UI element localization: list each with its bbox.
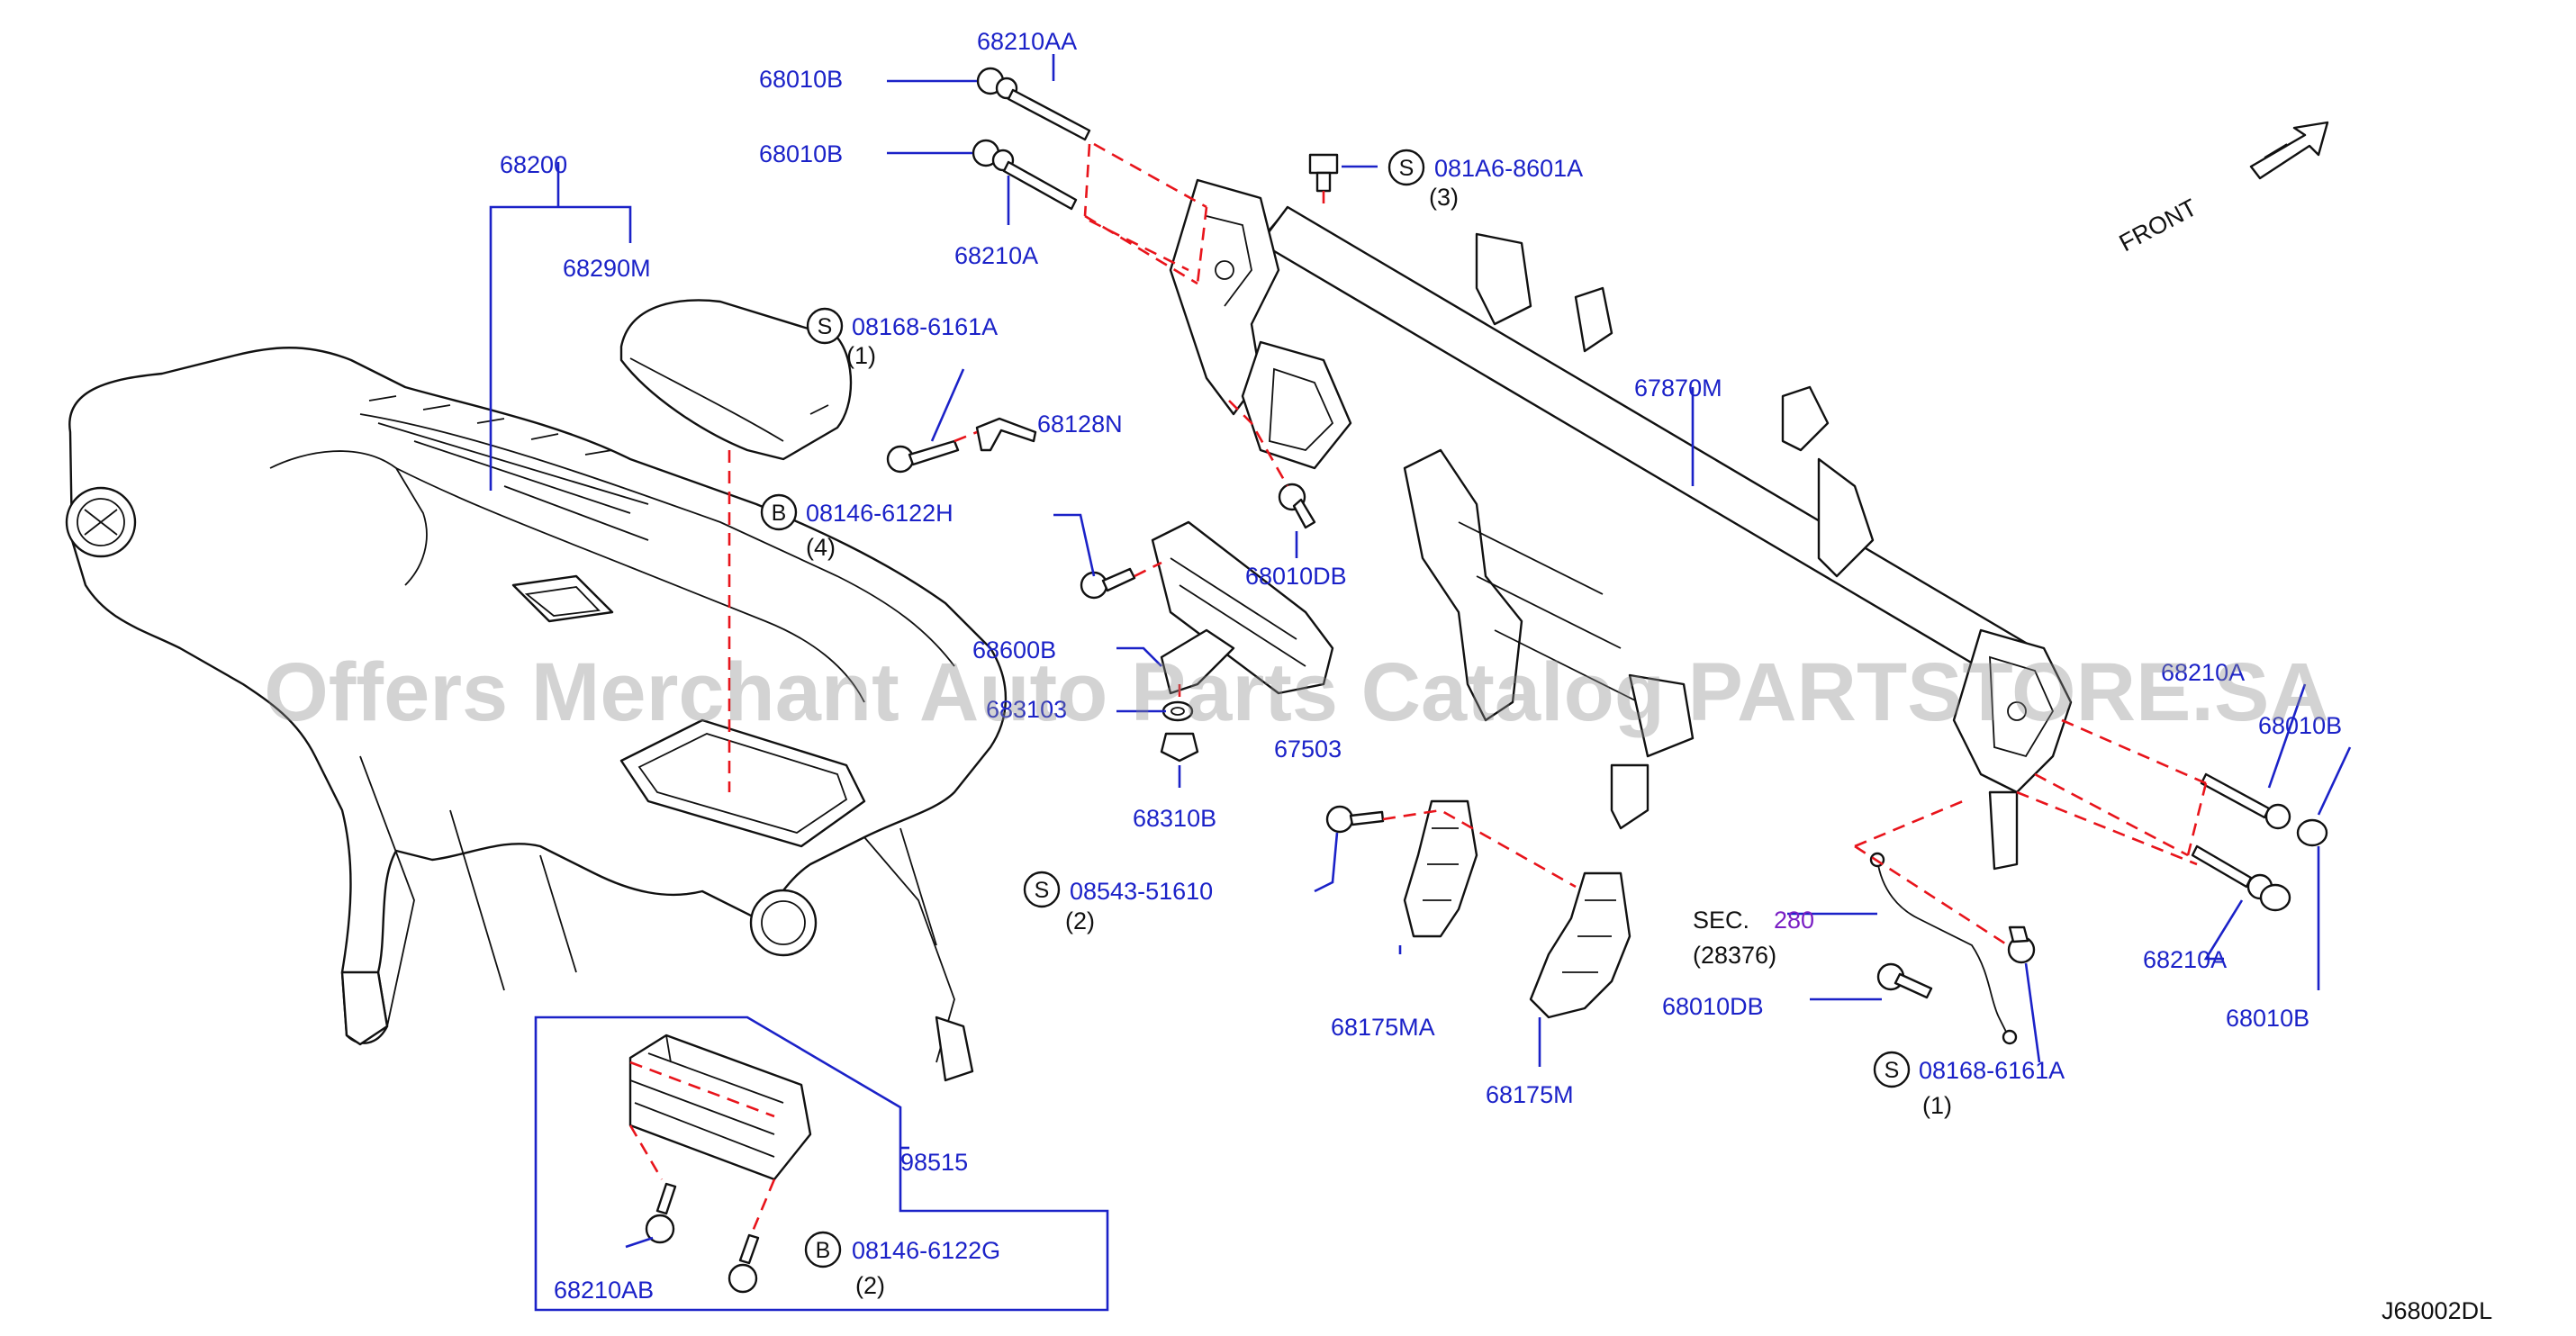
symbol-s-08168-right-letter: S bbox=[1885, 1058, 1900, 1083]
front-label: FRONT bbox=[2115, 194, 2201, 257]
bolt-08146-6122h bbox=[1080, 567, 1136, 600]
symbol-b-08146h bbox=[760, 493, 798, 531]
symbol-b-08146h-letter: B bbox=[772, 501, 787, 526]
label-68310b[interactable]: 68310B bbox=[1133, 805, 1216, 832]
diagram-code: J68002DL bbox=[2382, 1297, 2492, 1324]
bolt-08168-6161a-right bbox=[2007, 925, 2036, 964]
label-68010b-2[interactable]: 68010B bbox=[759, 140, 843, 167]
symbol-s-081a6-letter: S bbox=[1399, 156, 1415, 181]
front-arrow-icon bbox=[2249, 121, 2329, 180]
label-081a6-8601a[interactable]: 081A6-8601A bbox=[1434, 155, 1583, 182]
label-sec-prefix: SEC. bbox=[1693, 907, 1749, 934]
symbol-s-08543-letter: S bbox=[1035, 878, 1050, 903]
bolt-68210a-right-lower bbox=[2191, 844, 2291, 912]
bolt-68210a-right-upper bbox=[2200, 772, 2328, 847]
bracket-68128n bbox=[975, 417, 1037, 452]
leader-lines bbox=[489, 54, 2352, 1312]
passenger-airbag-cover-drawing bbox=[619, 299, 853, 461]
label-68210aa[interactable]: 68210AA bbox=[977, 28, 1077, 55]
label-sec-280[interactable]: 280 bbox=[1774, 907, 1814, 934]
bolt-08168-6161a-left bbox=[886, 439, 960, 474]
airbag-module-drawing bbox=[628, 1034, 812, 1181]
symbol-s-08168-left-letter: S bbox=[818, 314, 833, 339]
label-68010b-4[interactable]: 68010B bbox=[2226, 1005, 2309, 1032]
bolt-68210a-top bbox=[972, 139, 1078, 211]
label-67870m[interactable]: 67870M bbox=[1634, 375, 1722, 402]
bolt-081a6-8601a bbox=[1308, 153, 1339, 193]
bracket-68600b-drawing bbox=[1160, 628, 1235, 695]
fasteners bbox=[645, 67, 2328, 1294]
label-sec-28376: (28376) bbox=[1693, 942, 1776, 969]
label-68010db-1[interactable]: 68010DB bbox=[1245, 563, 1347, 590]
assembly-dashed-lines bbox=[628, 142, 2208, 1234]
label-08168-6161a-left[interactable]: 08168-6161A bbox=[852, 313, 998, 340]
part-labels: 68210AA 68010B 68010B 68210A 081A6-8601A… bbox=[500, 28, 2492, 1324]
symbol-b-08146g bbox=[804, 1231, 842, 1268]
label-08146g-qty: (2) bbox=[855, 1272, 885, 1299]
label-683103[interactable]: 683103 bbox=[986, 696, 1067, 723]
label-68210a-topright[interactable]: 68210A bbox=[2161, 659, 2245, 686]
label-68128n[interactable]: 68128N bbox=[1037, 411, 1123, 438]
label-68210a-2[interactable]: 68210A bbox=[2143, 946, 2227, 973]
label-68600b[interactable]: 68600B bbox=[972, 636, 1056, 663]
harness-drawing bbox=[1869, 852, 2018, 1045]
symbol-s-08543 bbox=[1023, 871, 1061, 908]
label-67503[interactable]: 67503 bbox=[1274, 736, 1342, 763]
symbol-b-08146g-letter: B bbox=[816, 1238, 831, 1263]
label-08543-qty: (2) bbox=[1065, 907, 1095, 934]
nut-68310b bbox=[1160, 732, 1199, 763]
label-68200[interactable]: 68200 bbox=[500, 151, 567, 178]
symbol-s-081a6 bbox=[1387, 149, 1425, 186]
label-08168-right-qty: (1) bbox=[1922, 1092, 1952, 1119]
label-081a6-qty: (3) bbox=[1429, 184, 1459, 211]
label-08168-left-qty: (1) bbox=[846, 342, 876, 369]
label-08146-6122g[interactable]: 08146-6122G bbox=[852, 1237, 1000, 1264]
symbol-s-08168-left bbox=[806, 307, 844, 345]
reference-symbols: S S B S S B bbox=[760, 149, 1911, 1268]
bracket-68175ma-drawing bbox=[1403, 799, 1478, 938]
label-08168-6161a-right[interactable]: 08168-6161A bbox=[1919, 1057, 2065, 1084]
bolt-68210aa-top bbox=[976, 67, 1091, 141]
label-68010b-3[interactable]: 68010B bbox=[2258, 712, 2342, 739]
label-68010b-1[interactable]: 68010B bbox=[759, 66, 843, 93]
label-68175ma[interactable]: 68175MA bbox=[1331, 1014, 1435, 1041]
bolt-08146-6122g bbox=[728, 1233, 760, 1294]
bolt-08543-51610 bbox=[1325, 805, 1385, 834]
label-08146h-qty: (4) bbox=[806, 534, 836, 561]
label-08543-51610[interactable]: 08543-51610 bbox=[1070, 878, 1213, 905]
symbol-s-08168-right bbox=[1873, 1051, 1911, 1088]
label-68175m[interactable]: 68175M bbox=[1486, 1081, 1574, 1108]
bolt-68010db-bottom bbox=[1876, 962, 1933, 999]
label-08146-6122h[interactable]: 08146-6122H bbox=[806, 500, 954, 527]
bracket-68175m-drawing bbox=[1529, 871, 1631, 1019]
bolt-68010db-top bbox=[1278, 483, 1316, 529]
watermark-text: Offers Merchant Auto Parts Catalog PARTS… bbox=[264, 646, 2329, 738]
label-68290m[interactable]: 68290M bbox=[563, 255, 651, 282]
label-68010db-2[interactable]: 68010DB bbox=[1662, 993, 1764, 1020]
bolt-68210ab bbox=[645, 1182, 677, 1244]
steering-member-drawing bbox=[1169, 178, 2073, 871]
label-98515[interactable]: 98515 bbox=[900, 1149, 968, 1176]
label-68210a-1[interactable]: 68210A bbox=[954, 242, 1038, 269]
label-68210ab[interactable]: 68210AB bbox=[554, 1277, 654, 1304]
bracket-67503-drawing bbox=[1151, 520, 1334, 695]
